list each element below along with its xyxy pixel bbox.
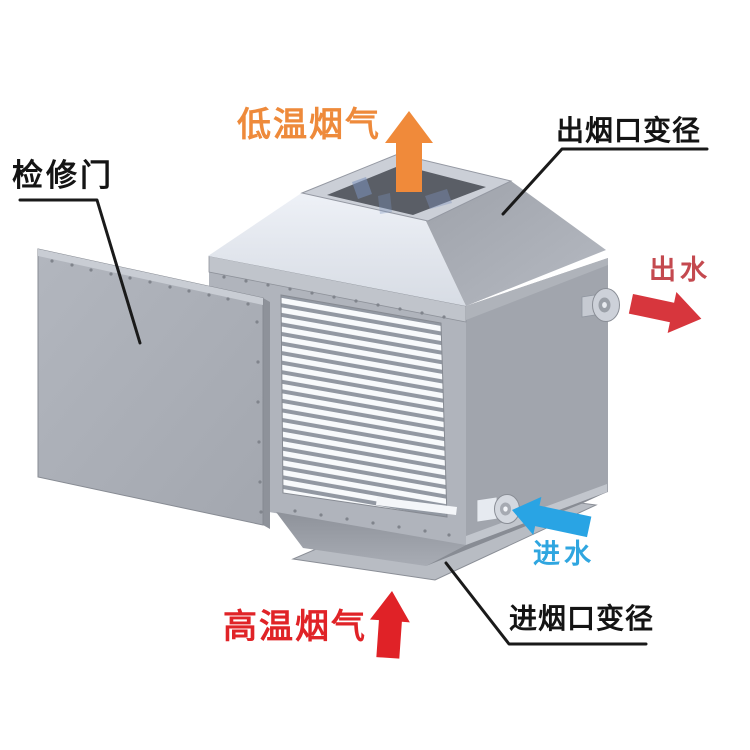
- water-inlet-label: 进水: [533, 539, 595, 569]
- water-outlet-pipe: [581, 288, 620, 322]
- low-temp-flue-gas-arrow-icon: [385, 111, 433, 192]
- smoke-inlet-reducer-label: 进烟口变径: [509, 603, 655, 634]
- smoke-outlet-reducer-label: 出烟口变径: [556, 115, 702, 146]
- water-outlet-arrow-icon: [628, 291, 702, 334]
- water-outlet-label: 出水: [649, 255, 711, 285]
- body-right-wall: [466, 258, 608, 545]
- high-temp-flue-gas-arrow-icon: [369, 591, 410, 659]
- water-inlet-pipe: [476, 494, 520, 524]
- opening-reflections: [352, 177, 452, 214]
- top-hood-right-face: [425, 181, 606, 306]
- bundle-sticker-label: [376, 497, 457, 515]
- top-hood-front-face: [208, 192, 466, 306]
- low-temp-flue-gas-label: 低温烟气: [237, 106, 381, 144]
- high-temp-flue-gas-label: 高温烟气: [223, 608, 367, 646]
- inspection-door-leader-line: [18, 198, 142, 345]
- smoke-inlet-reducer-leader-line: [444, 561, 648, 646]
- inspection-door-label: 检修门: [12, 158, 114, 193]
- top-rim-right: [466, 258, 608, 320]
- bottom-hood-front: [276, 512, 466, 566]
- door-rivets: [50, 259, 263, 514]
- finned-tube-bundle: [280, 294, 448, 518]
- inspection-door-panel: [37, 248, 270, 529]
- water-inlet-arrow-icon: [512, 496, 592, 538]
- smoke-outlet-reducer-leader-line: [501, 147, 709, 216]
